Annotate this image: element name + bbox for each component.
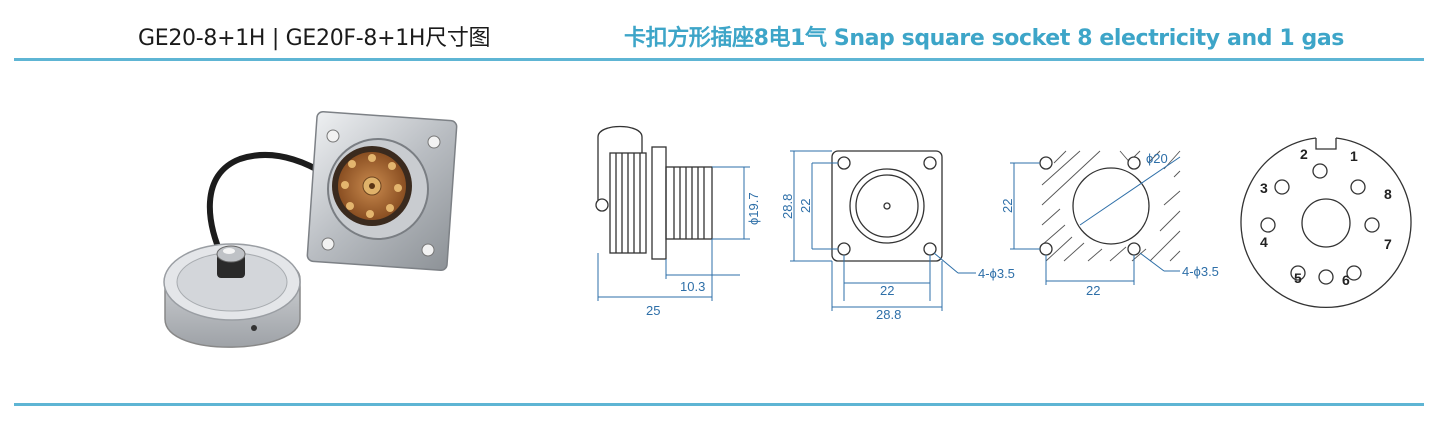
front-view-dimensions [790, 150, 976, 311]
lanyard-cable [206, 151, 327, 264]
front-height-28-label: 28.8 [780, 194, 795, 219]
technical-drawings: ϕ19.7 10.3 25 28.8 22 22 28.8 4-ϕ3.5 [595, 125, 1412, 322]
cutout-height-label: 22 [1000, 199, 1015, 213]
pin-layout-drawing [1240, 137, 1412, 308]
panel-cutout-drawing [1039, 156, 1150, 256]
cutout-width-label: 22 [1086, 283, 1100, 298]
pin-label-6: 6 [1342, 272, 1350, 288]
front-width-28-label: 28.8 [876, 307, 901, 322]
cutout-diameter-label: ϕ20 [1146, 151, 1168, 166]
front-width-22-label: 22 [880, 283, 894, 298]
front-height-22-label: 22 [798, 199, 813, 213]
dust-cap [163, 243, 301, 348]
pin-label-7: 7 [1384, 236, 1392, 252]
pin-label-5: 5 [1294, 270, 1302, 286]
product-photo [163, 110, 458, 348]
side-view-dimensions [597, 166, 750, 301]
pin-label-1: 1 [1350, 148, 1358, 164]
product-model-title: GE20-8+1H | GE20F-8+1H尺寸图 [138, 26, 491, 51]
side-view-drawing [595, 125, 713, 260]
pin-label-2: 2 [1300, 146, 1308, 162]
front-view-drawing [831, 150, 943, 262]
cutout-holes-label: 4-ϕ3.5 [1182, 264, 1219, 279]
pin-label-4: 4 [1260, 234, 1268, 250]
panel-cutout-hatch [1041, 150, 1181, 262]
pin-label-8: 8 [1384, 186, 1392, 202]
side-length-25-label: 25 [646, 303, 660, 318]
panel-cutout-dimensions [1010, 156, 1181, 285]
bottom-divider [14, 403, 1424, 406]
side-length-10-label: 10.3 [680, 279, 705, 294]
top-divider [14, 58, 1424, 61]
pin-label-3: 3 [1260, 180, 1268, 196]
side-diameter-label: ϕ19.7 [746, 192, 761, 225]
product-description-title: 卡扣方形插座8电1气 Snap square socket 8 electric… [624, 26, 1344, 51]
front-holes-label: 4-ϕ3.5 [978, 266, 1015, 281]
socket-body [327, 138, 429, 240]
